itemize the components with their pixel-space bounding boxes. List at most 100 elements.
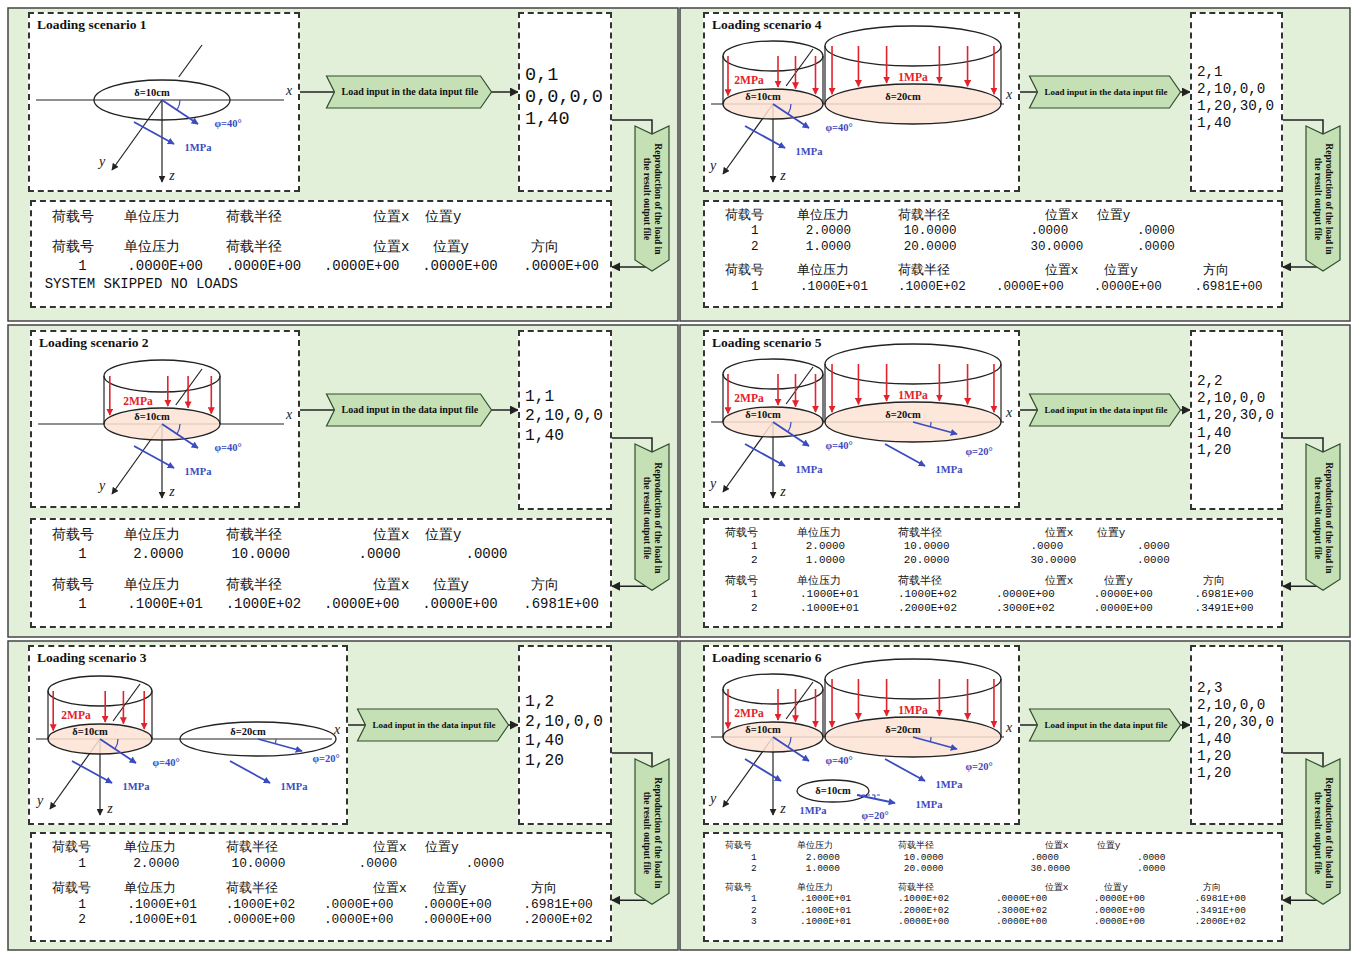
input-line: 1,2 <box>525 692 554 712</box>
axis-label: z <box>107 802 112 816</box>
table-header: 位置y <box>433 577 469 593</box>
table-cell: .0000 <box>1030 540 1063 553</box>
edge-label: Reproduction of the load in the result o… <box>1312 137 1334 262</box>
table-cell: 1 <box>78 546 86 562</box>
table-cell: 2.0000 <box>133 546 183 562</box>
table-cell: .0000E+00 <box>1094 602 1153 615</box>
table-header: 荷载号 <box>725 209 764 223</box>
angle-label: φ=40° <box>825 441 852 452</box>
table-cell: .1000E+01 <box>800 894 851 905</box>
table-header: 方向 <box>531 239 559 255</box>
shear-arrow <box>773 422 809 446</box>
table-cell: .0000 <box>466 546 508 562</box>
table-header: 位置y <box>1097 841 1121 852</box>
scenario-panel <box>680 325 1350 637</box>
pressure-arrow <box>109 376 111 415</box>
shear-arrow <box>258 739 302 751</box>
diameter-label: δ=10cm <box>72 727 107 738</box>
shear-arrow <box>230 761 270 783</box>
angle-arc <box>930 422 932 427</box>
angle-arc <box>115 739 118 749</box>
table-header: 荷载号 <box>52 527 94 543</box>
angle-label: φ=40° <box>825 756 852 767</box>
table-header: 位置y <box>1104 883 1128 894</box>
pressure-label: 2MPa <box>734 75 763 87</box>
cylinder-side <box>103 376 104 424</box>
input-line: 1,20 <box>1197 442 1231 459</box>
scenario-figure-box: Loading scenario 32MPaδ=10cmφ=40°δ=20cmφ… <box>28 645 348 825</box>
table-cell: 10.0000 <box>904 224 957 238</box>
pressure-arrow <box>815 374 817 412</box>
shear-arrow <box>913 737 957 749</box>
output-file-box: 荷载号单位压力荷载半径位置x位置y12.000010.0000.0000.000… <box>30 518 612 628</box>
pressure-arrow <box>777 374 779 405</box>
axis-label: y <box>99 479 105 493</box>
input-line: 1,20,30,0 <box>1197 407 1274 424</box>
table-cell: 20.0000 <box>904 864 944 875</box>
diameter-label: δ=10cm <box>745 410 780 421</box>
input-line: 1,20 <box>1197 765 1231 782</box>
pressure-arrow <box>795 56 797 89</box>
edge-label: Reproduction of the load in the result o… <box>1312 770 1334 895</box>
angle-label: φ=20° <box>861 811 888 822</box>
shear-label: 1MPa <box>800 806 827 817</box>
angle-label: φ=40° <box>152 758 179 769</box>
edge-label: Load input in the data input file <box>1045 87 1168 97</box>
output-file-box: 荷载号单位压力荷载半径位置x位置y12.000010.0000.0000.000… <box>703 832 1283 942</box>
table-cell: 3 <box>751 917 757 928</box>
scenario-title: Loading scenario 1 <box>37 18 147 32</box>
cylinder-side <box>219 376 220 424</box>
table-header: 位置y <box>1104 264 1138 278</box>
table-cell: .0000E+00 <box>324 596 400 612</box>
table-cell: .1000E+02 <box>898 588 957 601</box>
table-cell: .0000 <box>359 857 398 872</box>
table-cell: .6981E+00 <box>523 898 593 913</box>
table-header: 荷载号 <box>52 239 94 255</box>
table-cell: .2000E+02 <box>898 906 949 917</box>
table-header: 位置y <box>425 209 461 225</box>
shear-label: 1MPa <box>916 800 943 811</box>
table-header: 荷载半径 <box>898 575 942 588</box>
table-cell: .0000 <box>466 857 505 872</box>
table-cell: 10.0000 <box>231 546 290 562</box>
table-header: 位置x <box>1045 841 1069 852</box>
table-header: 位置y <box>1097 209 1131 223</box>
input-line: 1,40 <box>525 426 564 446</box>
input-file-box: 1,22,10,0,01,401,20 <box>518 645 612 825</box>
cylinder-side <box>822 689 823 737</box>
table-cell: 2.0000 <box>133 857 179 872</box>
table-cell: .0000 <box>359 546 401 562</box>
cylinder-side <box>722 689 723 737</box>
scenario-title: Loading scenario 4 <box>712 18 822 32</box>
banner-arrow <box>1306 126 1340 271</box>
axis-label: y <box>710 477 716 491</box>
load-circle <box>825 717 1001 757</box>
cylinder-side <box>1000 364 1001 422</box>
table-header: 位置x <box>373 209 409 225</box>
table-header: 荷载号 <box>725 883 752 894</box>
banner-arrow <box>635 126 669 271</box>
table-cell: .1000E+02 <box>226 596 302 612</box>
table-header: 荷载号 <box>52 577 94 593</box>
y-axis <box>176 369 202 405</box>
table-header: 单位压力 <box>797 841 833 852</box>
table-header: 荷载半径 <box>898 209 950 223</box>
table-cell: 2 <box>751 602 758 615</box>
input-file-box: 2,12,10,0,01,20,30,01,40 <box>1190 12 1283 192</box>
table-cell: .0000 <box>1137 540 1170 553</box>
table-cell: 1 <box>78 596 86 612</box>
table-cell: 1 <box>78 898 86 913</box>
table-cell: .6981E+00 <box>1195 894 1246 905</box>
table-header: 位置x <box>373 882 407 897</box>
shear-label: 1MPa <box>936 780 963 791</box>
table-cell: .0000E+00 <box>226 913 296 928</box>
table-header: 荷载号 <box>725 841 752 852</box>
table-cell: 1 <box>751 280 759 294</box>
table-cell: .1000E+01 <box>800 588 859 601</box>
load-illustration <box>30 14 298 190</box>
pressure-arrow <box>727 374 729 413</box>
angle-label: φ=40° <box>825 123 852 134</box>
banner-arrow <box>358 709 509 741</box>
y-axis <box>786 49 813 86</box>
input-line: 2,10,0,0 <box>1197 697 1265 714</box>
